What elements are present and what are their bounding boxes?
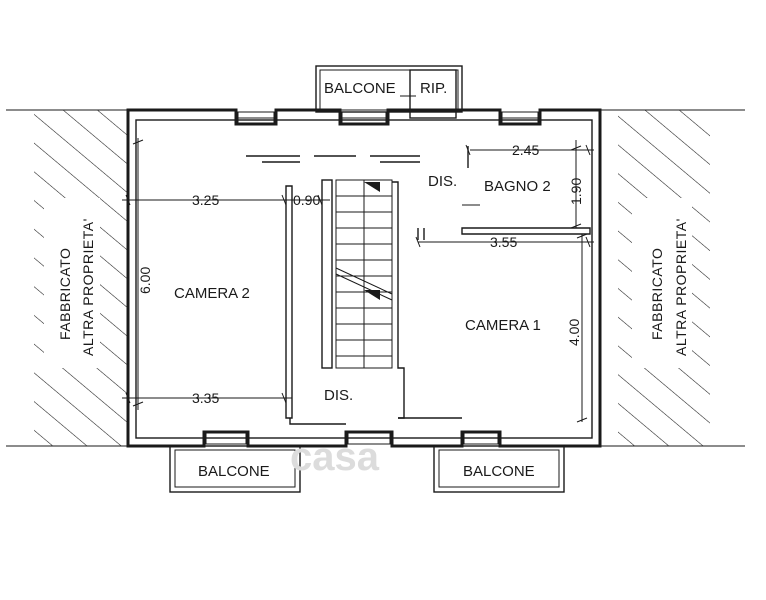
dim-camera1-height: 4.00: [566, 319, 582, 346]
staircase: [321, 179, 393, 369]
label-camera-2: CAMERA 2: [174, 285, 250, 302]
dim-bagno2-height: 1.90: [568, 178, 584, 205]
label-camera-1: CAMERA 1: [465, 317, 541, 334]
label-adjacent-right-1: FABBRICATO: [649, 248, 665, 340]
watermark: casa: [290, 435, 380, 479]
dim-camera2-width-top: 3.25: [192, 192, 219, 208]
balcony-right: [433, 445, 565, 493]
dim-camera2-width-bottom: 3.35: [192, 390, 219, 406]
label-balcone-top: BALCONE: [324, 80, 396, 97]
dim-stair-gap: 0.90: [293, 192, 320, 208]
label-ripostiglio: RIP.: [420, 80, 447, 97]
label-dis-top: DIS.: [428, 173, 457, 190]
label-adjacent-right-2: ALTRA PROPRIETA': [673, 218, 689, 356]
label-dis-bottom: DIS.: [324, 387, 353, 404]
label-bagno-2: BAGNO 2: [484, 178, 551, 195]
label-balcone-right: BALCONE: [463, 463, 535, 480]
balcony-top: [315, 65, 463, 119]
windows: [205, 111, 539, 445]
label-adjacent-left-1: FABBRICATO: [57, 248, 73, 340]
dim-camera2-height: 6.00: [137, 267, 153, 294]
dim-camera1-width: 3.55: [490, 234, 517, 250]
dimension-lines: [122, 138, 594, 423]
label-adjacent-left-2: ALTRA PROPRIETA': [80, 218, 96, 356]
dim-bagno2-width: 2.45: [512, 142, 539, 158]
balcony-left: [169, 445, 301, 493]
label-balcone-left: BALCONE: [198, 463, 270, 480]
